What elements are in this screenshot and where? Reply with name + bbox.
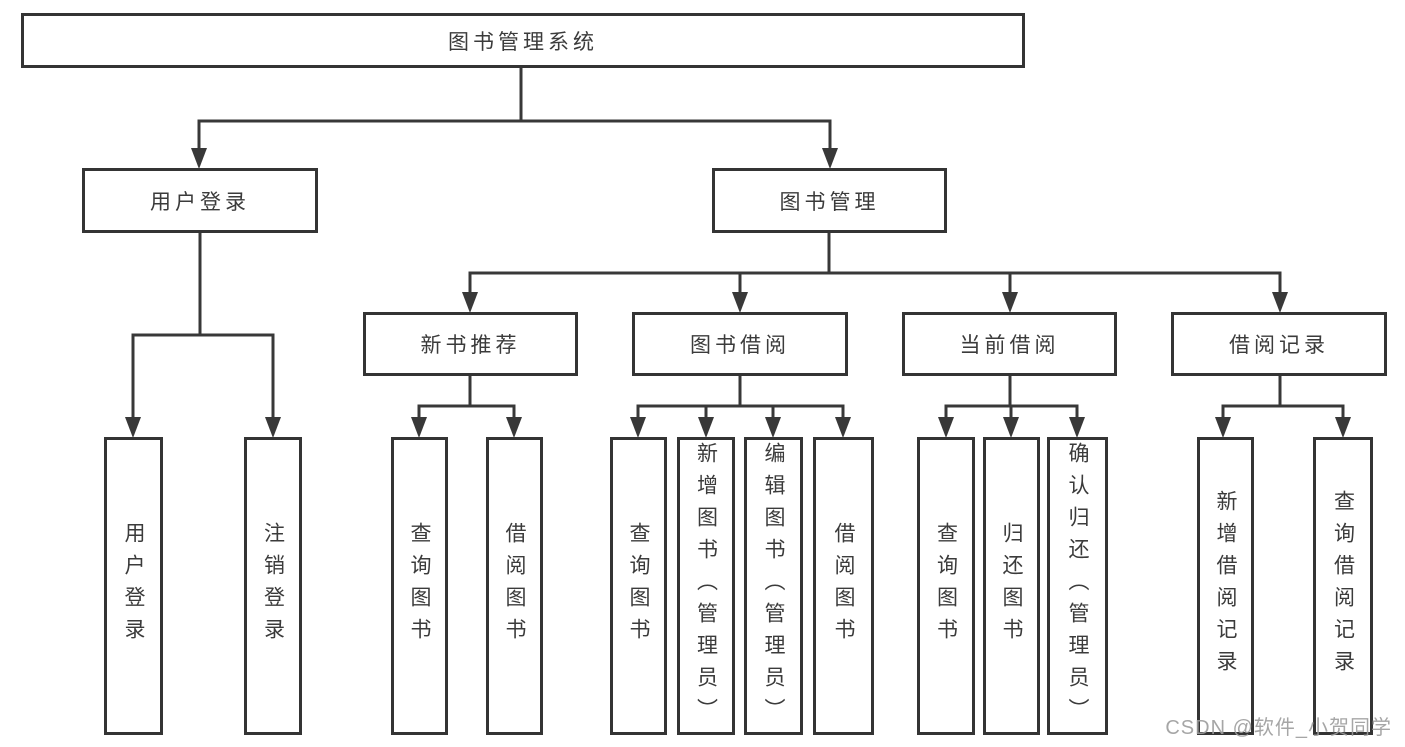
leaf-query-books-recommend-label: 查询图书 [408,522,431,650]
leaf-query-books-recommend: 查询图书 [391,437,448,735]
node-new-book-recommend-label: 新书推荐 [420,334,521,357]
node-user-login: 用户登录 [82,168,318,233]
leaf-user-login: 用户登录 [104,437,163,735]
leaf-borrow-books-borrowing-label: 借阅图书 [832,522,855,650]
leaf-user-login-label: 用户登录 [122,522,145,650]
leaf-return-books-label: 归还图书 [1000,522,1023,650]
leaf-borrow-books-borrowing: 借阅图书 [813,437,874,735]
node-book-management-label: 图书管理 [779,190,880,214]
watermark-text: CSDN @软件_小贺同学 [1165,717,1392,739]
node-book-management: 图书管理 [712,168,947,233]
leaf-edit-books-admin: 编辑图书（管理员） [744,437,803,735]
node-borrowing-records: 借阅记录 [1171,312,1387,376]
leaf-query-books-borrowing-label: 查询图书 [627,522,650,650]
node-borrowing-records-label: 借阅记录 [1229,334,1329,357]
leaf-confirm-return-admin: 确认归还（管理员） [1047,437,1108,735]
leaf-borrow-books-recommend-label: 借阅图书 [503,522,526,650]
leaf-query-books-borrowing: 查询图书 [610,437,667,735]
node-book-borrowing-label: 图书借阅 [690,334,790,357]
leaf-confirm-return-admin-label: 确认归还（管理员） [1066,442,1089,730]
leaf-return-books: 归还图书 [983,437,1040,735]
leaf-logout: 注销登录 [244,437,302,735]
leaf-add-borrow-record-label: 新增借阅记录 [1214,490,1237,682]
node-library-system-label: 图书管理系统 [448,30,598,54]
leaf-query-borrow-record: 查询借阅记录 [1313,437,1373,735]
leaf-query-books-current: 查询图书 [917,437,975,735]
node-book-borrowing: 图书借阅 [632,312,848,376]
node-user-login-label: 用户登录 [150,190,250,214]
node-current-borrowing-label: 当前借阅 [959,334,1060,357]
leaf-query-borrow-record-label: 查询借阅记录 [1331,490,1355,682]
leaf-borrow-books-recommend: 借阅图书 [486,437,543,735]
node-library-system: 图书管理系统 [21,13,1025,68]
leaf-logout-label: 注销登录 [261,522,285,650]
leaf-add-books-admin: 新增图书（管理员） [677,437,735,735]
node-new-book-recommend: 新书推荐 [363,312,578,376]
node-current-borrowing: 当前借阅 [902,312,1117,376]
leaf-query-books-current-label: 查询图书 [934,522,958,650]
leaf-edit-books-admin-label: 编辑图书（管理员） [762,442,785,730]
leaf-add-books-admin-label: 新增图书（管理员） [694,442,718,730]
leaf-add-borrow-record: 新增借阅记录 [1197,437,1254,735]
arrowheads [125,148,1351,438]
